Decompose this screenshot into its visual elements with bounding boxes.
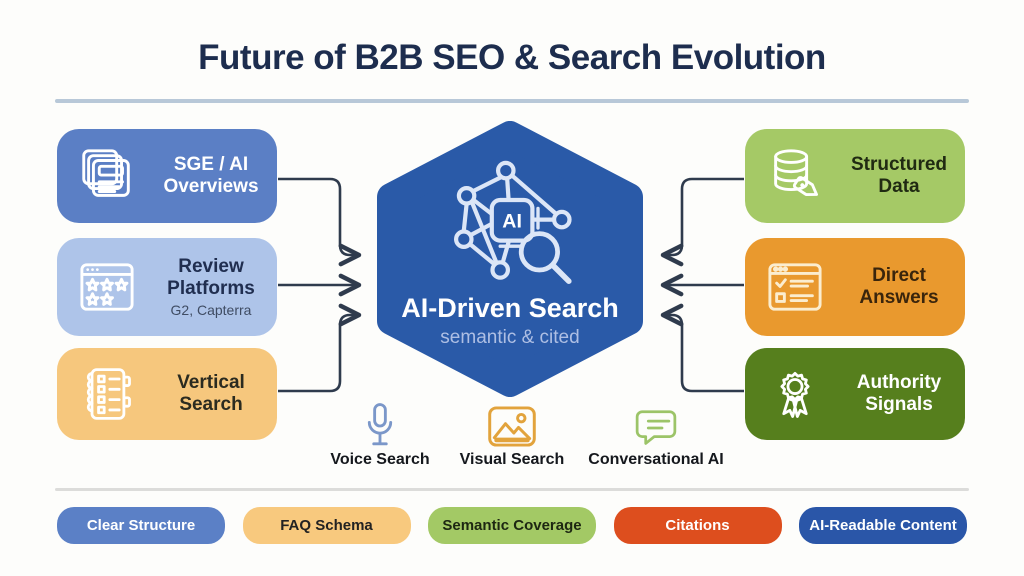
center-node: AI AI-Driven Search semantic & cited	[377, 121, 643, 397]
output-box-direct-answers: Direct Answers	[745, 238, 965, 336]
output-box-authority-signals: Authority Signals	[745, 348, 965, 440]
source-box-review-platforms: Review Platforms G2, Capterra	[57, 238, 277, 336]
tag-faq-schema: FAQ Schema	[242, 507, 411, 544]
box-sublabel: G2, Capterra	[170, 302, 252, 319]
mode-label-conversational-ai: Conversational AI	[588, 451, 724, 468]
mode-label-voice-search: Voice Search	[330, 451, 430, 468]
tag-citations: Citations	[613, 507, 782, 544]
svg-text:AI: AI	[502, 210, 522, 232]
box-label: Structured Data	[850, 153, 948, 197]
tag-semantic-coverage: Semantic Coverage	[428, 507, 596, 544]
award-ribbon-icon	[753, 364, 837, 424]
browser-checklist-icon	[753, 259, 837, 315]
mode-label-visual-search: Visual Search	[459, 451, 565, 468]
bottom-divider	[55, 488, 969, 491]
output-box-structured-data: Structured Data	[745, 129, 965, 223]
microphone-icon	[362, 401, 398, 456]
tag-ai-readable-content: AI-Readable Content	[799, 507, 967, 544]
center-title: AI-Driven Search	[401, 293, 619, 323]
source-box-vertical-search: Vertical Search	[57, 348, 277, 440]
box-label: Direct Answers	[859, 264, 939, 308]
database-tag-icon	[753, 145, 837, 207]
tag-clear-structure: Clear Structure	[57, 507, 225, 544]
stacked-documents-icon	[65, 145, 149, 207]
image-icon	[486, 404, 538, 454]
chat-bubble-icon	[632, 407, 680, 454]
center-subtitle: semantic & cited	[440, 327, 580, 348]
footer-tags: Clear Structure FAQ Schema Semantic Cove…	[57, 507, 967, 544]
ai-network-search-icon: AI	[454, 160, 572, 284]
hexagon-shape	[377, 121, 643, 397]
notebook-checklist-icon	[65, 364, 149, 424]
source-box-sge-ai-overviews: SGE / AI Overviews	[57, 129, 277, 223]
page-title: Future of B2B SEO & Search Evolution	[198, 38, 826, 77]
box-label: Authority Signals	[856, 371, 942, 415]
box-label: Review Platforms	[167, 255, 255, 299]
box-label: SGE / AI Overviews	[163, 153, 259, 197]
browser-stars-icon	[65, 259, 149, 315]
top-divider	[55, 99, 969, 103]
box-label: Vertical Search	[177, 371, 245, 415]
